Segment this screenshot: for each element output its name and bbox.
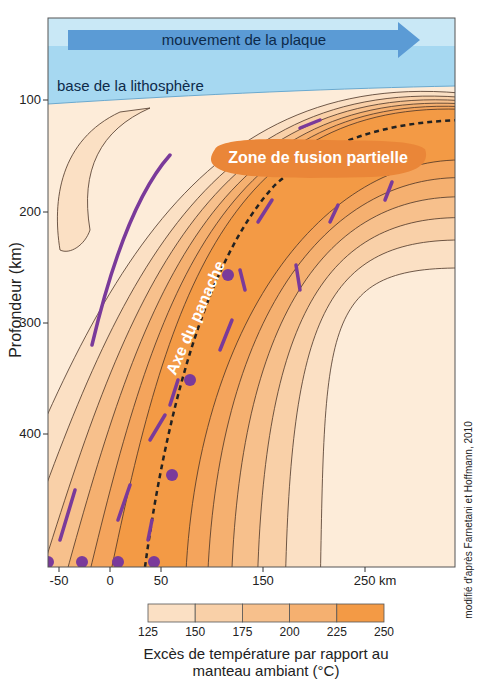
zone-label: Zone de fusion partielle	[228, 149, 408, 167]
scale-title: Excès de température par rapport au mant…	[135, 645, 397, 680]
temperature-band	[105, 109, 455, 567]
temperature-band	[83, 106, 455, 567]
distance-tick: 250 km	[354, 574, 397, 589]
scale-tick: 225	[327, 626, 347, 640]
scale-tick: 250	[374, 626, 394, 640]
distance-tick: -50	[50, 574, 69, 589]
temperature-band	[48, 96, 455, 567]
scale-tick: 175	[232, 626, 252, 640]
distance-tick: 150	[252, 574, 274, 589]
source-credit: modifié d'après Farnetani et Hoffmann, 2…	[463, 421, 475, 618]
temperature-band	[59, 103, 455, 567]
lithosphere-base-label: base de la lithosphère	[57, 77, 204, 94]
depth-tick: 100	[19, 93, 41, 108]
temperature-band	[48, 91, 455, 567]
melting-zone: Zone de fusion partielle	[206, 136, 430, 180]
scale-tick: 200	[280, 626, 300, 640]
scale-tick: 125	[138, 626, 158, 640]
temperature-band	[48, 100, 455, 567]
distance-tick: 50	[154, 574, 168, 589]
distance-tick: 0	[106, 574, 113, 589]
scale-tick: 150	[185, 626, 205, 640]
depth-tick: 200	[19, 205, 41, 220]
depth-tick: 400	[19, 427, 41, 442]
plate-motion-label: mouvement de la plaque	[162, 31, 326, 48]
axis-title: Profondeur (km)	[7, 242, 25, 358]
